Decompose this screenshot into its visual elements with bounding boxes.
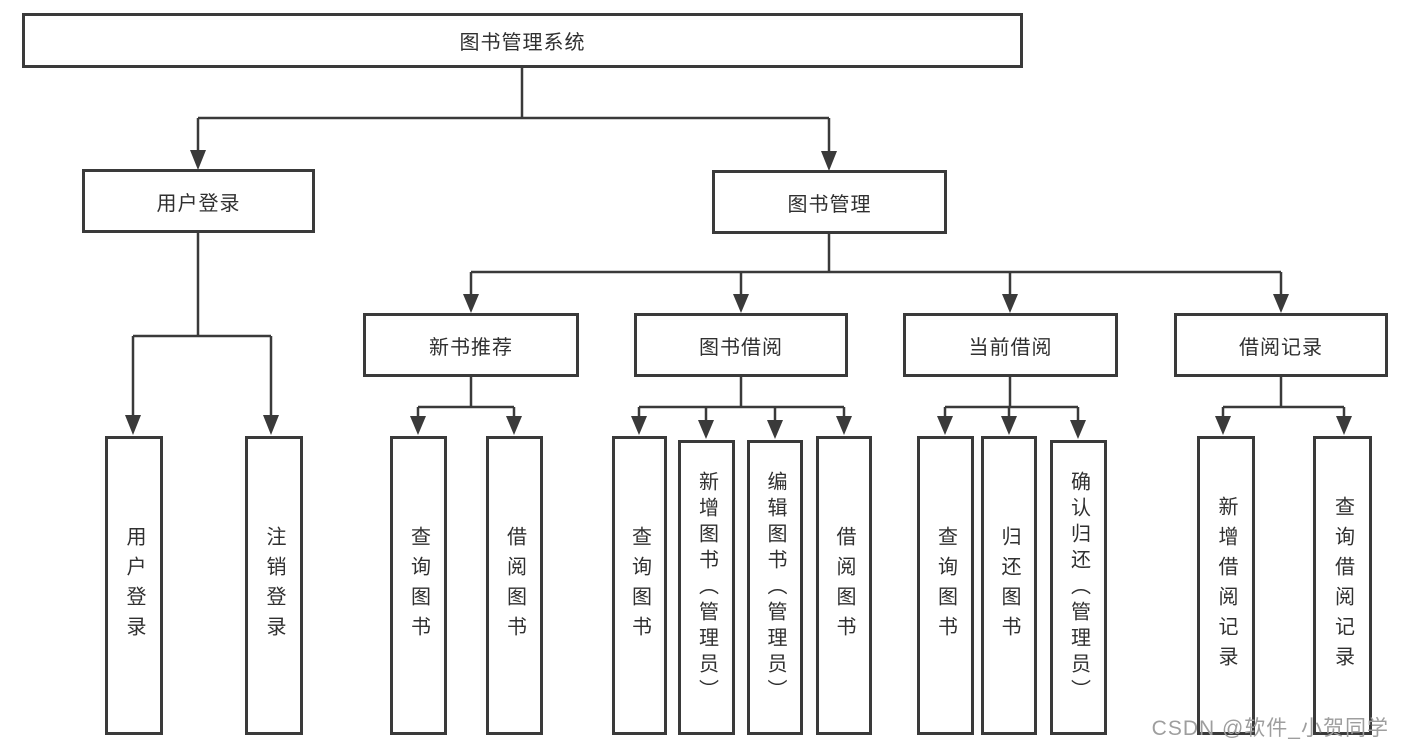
node-label: 查询图书 (934, 525, 957, 646)
arrowhead (463, 294, 479, 313)
node-user-login: 用户登录 (82, 169, 315, 233)
leaf-query-book-2: 查询图书 (612, 436, 667, 735)
arrowhead (1215, 416, 1231, 435)
arrowhead (125, 415, 141, 435)
arrowhead (821, 151, 837, 171)
node-label: 确认归还（管理员） (1067, 470, 1090, 705)
node-book-borrow: 图书借阅 (634, 313, 848, 377)
node-label: 查询图书 (628, 525, 651, 646)
node-label: 用户登录 (123, 525, 145, 646)
leaf-return-book: 归还图书 (981, 436, 1037, 735)
arrowhead (410, 416, 426, 435)
leaf-add-book-admin: 新增图书（管理员） (678, 440, 735, 735)
leaf-edit-book-admin: 编辑图书（管理员） (747, 440, 803, 735)
leaf-user-login: 用户登录 (105, 436, 163, 735)
node-label: 查询图书 (407, 525, 430, 646)
node-label: 新增借阅记录 (1215, 495, 1237, 676)
node-label: 用户登录 (156, 192, 241, 215)
leaf-query-book-3: 查询图书 (917, 436, 974, 735)
arrowhead (1002, 294, 1018, 313)
node-borrow-record: 借阅记录 (1174, 313, 1388, 377)
leaf-borrow-book-1: 借阅图书 (486, 436, 543, 735)
node-label: 注销登录 (263, 525, 285, 646)
node-label: 借阅图书 (503, 525, 526, 646)
arrowhead (1001, 416, 1017, 435)
node-root-system: 图书管理系统 (22, 13, 1023, 68)
arrowhead (1273, 294, 1289, 313)
arrowhead (506, 416, 522, 435)
node-label: 图书管理 (787, 193, 872, 216)
leaf-confirm-return-admin: 确认归还（管理员） (1050, 440, 1107, 735)
node-label: 新书推荐 (429, 336, 513, 359)
node-label: 图书借阅 (699, 336, 783, 359)
node-label: 借阅记录 (1239, 336, 1323, 359)
arrowhead (1336, 416, 1352, 435)
csdn-watermark: CSDN @软件_小贺同学 (1151, 717, 1389, 740)
arrowhead (190, 150, 206, 170)
arrowhead (836, 416, 852, 435)
arrowhead (631, 416, 647, 435)
arrowhead (698, 420, 714, 439)
node-new-book-recommend: 新书推荐 (363, 313, 579, 377)
node-label: 当前借阅 (968, 336, 1053, 359)
node-current-borrow: 当前借阅 (903, 313, 1118, 377)
arrowhead (733, 294, 749, 313)
leaf-query-borrow-record: 查询借阅记录 (1313, 436, 1372, 735)
leaf-logout: 注销登录 (245, 436, 303, 735)
node-label: 新增图书（管理员） (695, 470, 718, 705)
node-label: 编辑图书（管理员） (764, 470, 786, 705)
arrowhead (1070, 420, 1086, 439)
leaf-add-borrow-record: 新增借阅记录 (1197, 436, 1255, 735)
leaf-query-book-1: 查询图书 (390, 436, 447, 735)
leaf-borrow-book-2: 借阅图书 (816, 436, 872, 735)
arrowhead (937, 416, 953, 435)
node-book-management: 图书管理 (712, 170, 947, 234)
node-label: 查询借阅记录 (1331, 495, 1354, 676)
arrowhead (263, 415, 279, 435)
arrowhead (767, 420, 783, 439)
node-label: 图书管理系统 (459, 32, 586, 54)
node-label: 归还图书 (998, 525, 1020, 646)
node-label: 借阅图书 (833, 525, 855, 646)
